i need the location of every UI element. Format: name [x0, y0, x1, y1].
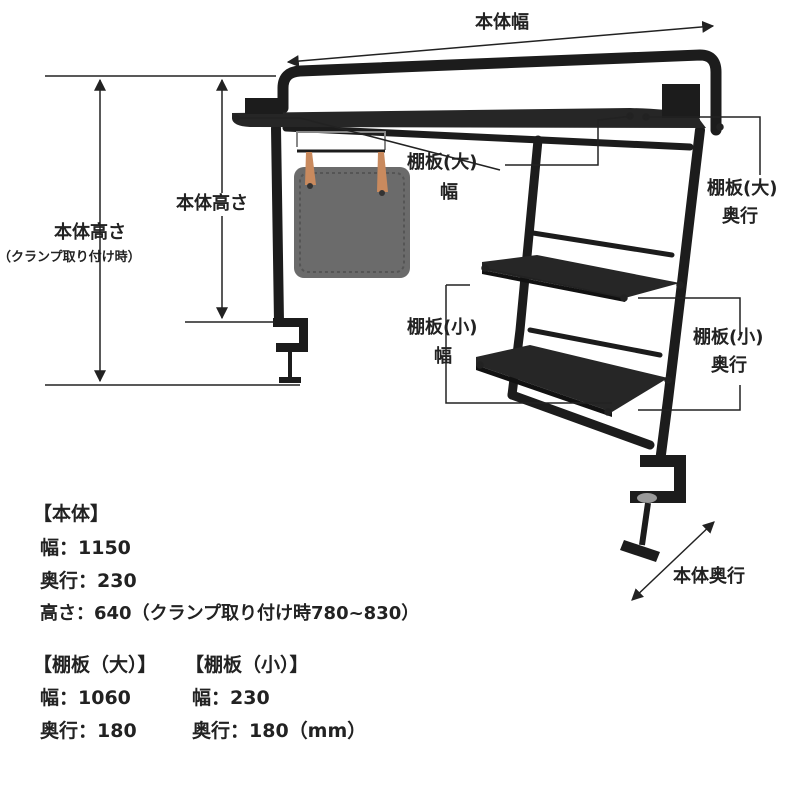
label-small-shelf-width-2: 幅: [434, 346, 452, 367]
label-body-width: 本体幅: [475, 12, 529, 33]
label-body-height-clamp: 本体高さ: [54, 222, 126, 243]
hanging-felt-panel: [294, 131, 410, 278]
small-shelf-upper: [482, 255, 680, 302]
spec-small-header: 【棚板（小）】: [185, 654, 309, 676]
label-large-shelf-width-2: 幅: [440, 182, 458, 203]
spec-body-depth: 奥行：230: [40, 570, 137, 592]
right-clamp: [620, 455, 686, 562]
spec-small-width: 幅：230: [192, 687, 270, 709]
label-small-shelf-depth-2: 奥行: [711, 355, 747, 376]
spec-body-height: 高さ：640（クランプ取り付け時780~830）: [40, 603, 420, 624]
label-small-shelf-width-1: 棚板(小): [407, 317, 478, 338]
spec-body-header: 【本体】: [33, 503, 110, 525]
small-shelf-lower: [476, 345, 668, 417]
label-large-shelf-depth-1: 棚板(大): [707, 178, 778, 199]
label-large-shelf-depth-2: 奥行: [722, 206, 758, 227]
spec-large-header: 【棚板（大）】: [33, 654, 157, 676]
spec-body-width: 幅：1150: [40, 537, 131, 559]
dimension-lines: [45, 20, 761, 601]
spec-large-width: 幅：1060: [40, 687, 131, 709]
label-small-shelf-depth-1: 棚板(小): [693, 327, 764, 348]
label-body-height: 本体高さ: [176, 193, 248, 216]
label-body-height-clamp-note: （クランプ取り付け時）: [0, 250, 141, 265]
spec-large-depth: 奥行：180: [40, 720, 137, 742]
spec-small-depth: 奥行：180（mm）: [192, 720, 367, 742]
label-body-depth: 本体奥行: [673, 566, 745, 587]
label-large-shelf-width-1: 棚板(大): [407, 152, 478, 173]
left-clamp: [273, 318, 308, 383]
large-shelf: [232, 84, 706, 128]
